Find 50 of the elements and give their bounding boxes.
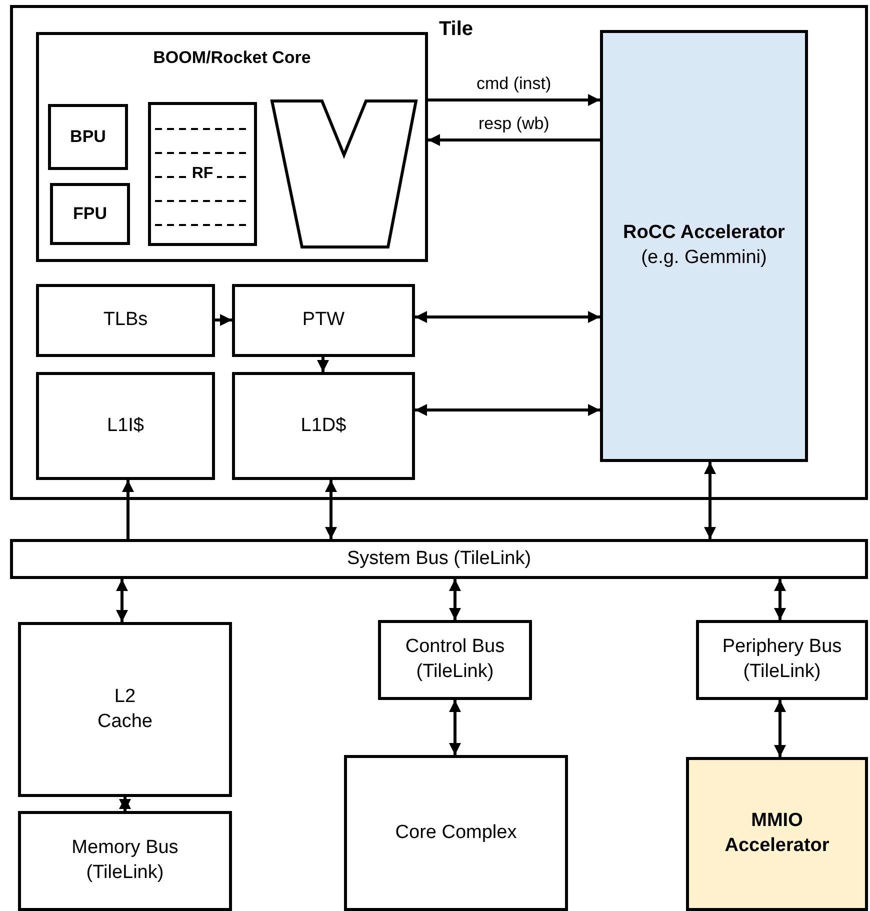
edge-label: cmd (inst) xyxy=(474,74,554,94)
cache-box xyxy=(36,372,215,480)
tile-box xyxy=(10,5,868,500)
arrow xyxy=(449,700,461,755)
arrow xyxy=(215,314,232,326)
arrow xyxy=(774,700,786,757)
label: (e.g. Gemmini) xyxy=(641,246,767,270)
label: L2 Cache xyxy=(96,684,154,734)
unit-box xyxy=(50,183,130,245)
unit-box xyxy=(232,284,415,357)
core-box xyxy=(36,32,428,262)
arrow xyxy=(317,357,329,372)
accelerator-box xyxy=(686,757,868,911)
bus-box xyxy=(378,620,532,700)
arrow xyxy=(428,134,600,146)
label: PTW xyxy=(302,308,345,332)
edge-label: resp (wb) xyxy=(476,114,552,134)
arrow xyxy=(704,462,716,539)
arrow xyxy=(116,579,128,622)
label: L1D$ xyxy=(300,414,346,438)
unit-box xyxy=(36,284,215,357)
label: RoCC Accelerator xyxy=(623,221,785,246)
label: L1I$ xyxy=(107,414,144,438)
arrow xyxy=(325,480,337,539)
unit-box xyxy=(48,104,128,170)
label: MMIO Accelerator xyxy=(724,809,830,858)
bus-box xyxy=(18,811,232,911)
arrow xyxy=(119,797,131,811)
title: Tile xyxy=(438,17,474,42)
complex-box xyxy=(344,755,568,911)
arrow xyxy=(774,579,786,620)
label: Periphery Bus (TileLink) xyxy=(721,635,843,684)
label: Memory Bus (TileLink) xyxy=(70,836,180,885)
bus-box xyxy=(696,620,868,700)
label: Control Bus (TileLink) xyxy=(404,635,506,684)
label: System Bus (TileLink) xyxy=(346,546,532,571)
label: FPU xyxy=(73,202,107,225)
arrow xyxy=(428,94,600,106)
arrow xyxy=(415,404,600,416)
label: Core Complex xyxy=(395,820,517,845)
cache-box xyxy=(18,622,232,797)
title: BOOM/Rocket Core xyxy=(153,47,311,69)
accelerator-box xyxy=(600,30,808,462)
arrow xyxy=(449,579,461,620)
arrow xyxy=(415,311,600,323)
cache-box xyxy=(232,372,415,480)
bus-bar xyxy=(10,539,868,579)
arrow xyxy=(122,480,134,539)
label: TLBs xyxy=(103,308,148,332)
label: BPU xyxy=(70,126,106,148)
